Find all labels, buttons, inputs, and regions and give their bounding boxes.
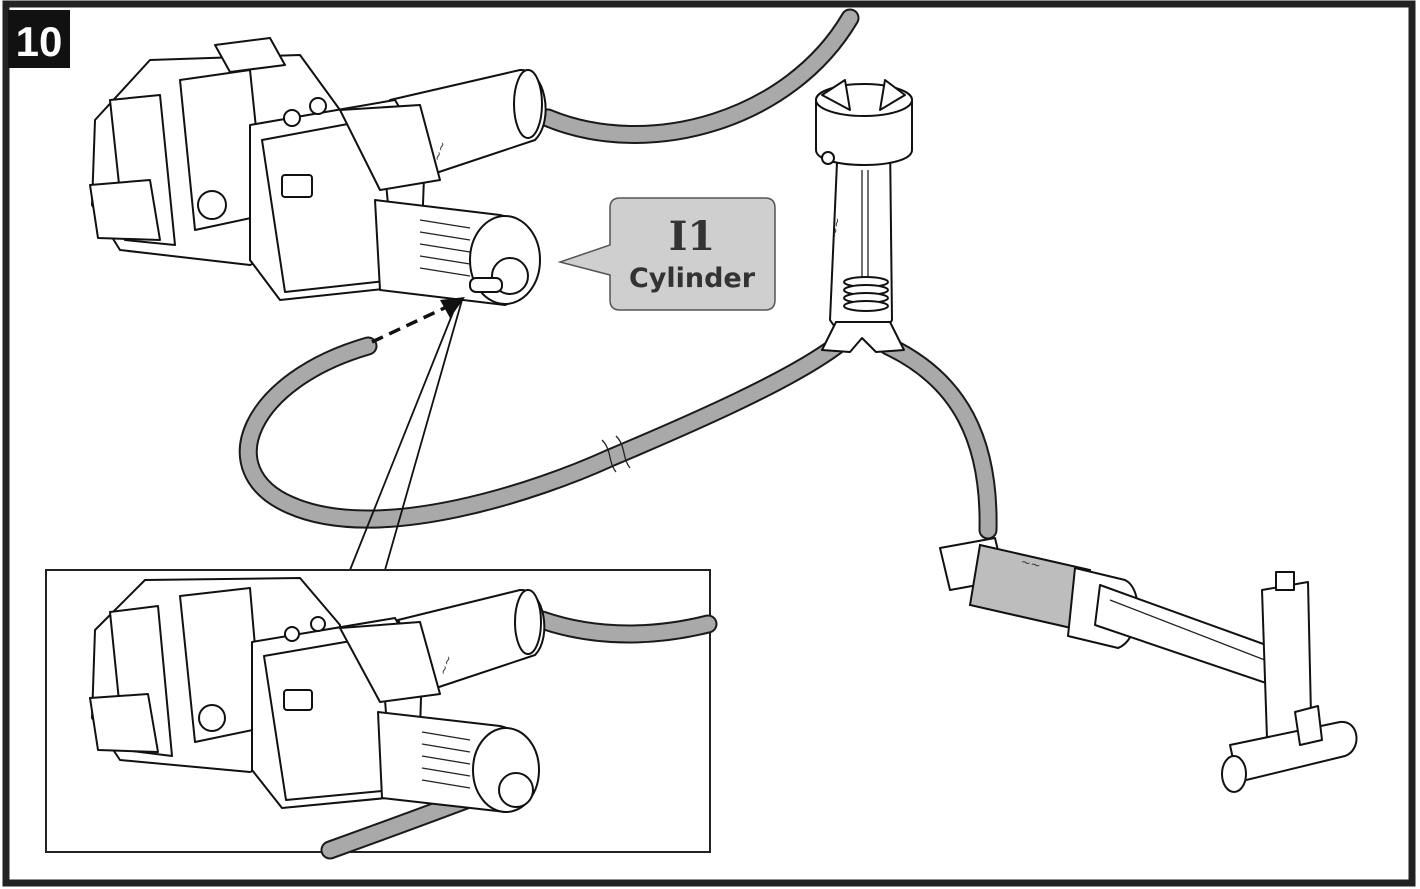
cylinder-callout: I1 Cylinder bbox=[557, 197, 776, 311]
insert-arrow bbox=[371, 297, 465, 344]
cylinder-spring-inset bbox=[421, 731, 471, 789]
motor-assembly-main: ~~ bbox=[89, 37, 547, 306]
step-number: 10 bbox=[16, 18, 63, 65]
tube-top bbox=[538, 8, 860, 144]
reservoir-mark: ~~ bbox=[827, 216, 844, 238]
inset-detail: ~~ bbox=[45, 569, 718, 860]
pump-plunger-unit: ~~ bbox=[939, 537, 1358, 793]
motor-mark-main: ~~ bbox=[430, 139, 450, 163]
tube-loop-left bbox=[238, 336, 846, 529]
callout-part-code: I1 bbox=[669, 213, 716, 260]
motor-assembly-inset: ~~ bbox=[89, 577, 546, 813]
zoom-lines bbox=[349, 299, 463, 571]
pump-mark: ~~ bbox=[1019, 554, 1042, 572]
callout-bubble bbox=[557, 197, 776, 311]
callout-part-name: Cylinder bbox=[629, 263, 756, 294]
step-badge: 10 bbox=[8, 10, 70, 68]
cylinder-spring-main bbox=[419, 219, 471, 277]
motor-mark-inset: ~~ bbox=[436, 653, 456, 677]
reservoir-y-connector: ~~ bbox=[815, 79, 913, 353]
tube-right-branch bbox=[878, 336, 998, 540]
inset-tube-top bbox=[532, 610, 718, 644]
reservoir-spring bbox=[843, 276, 889, 312]
